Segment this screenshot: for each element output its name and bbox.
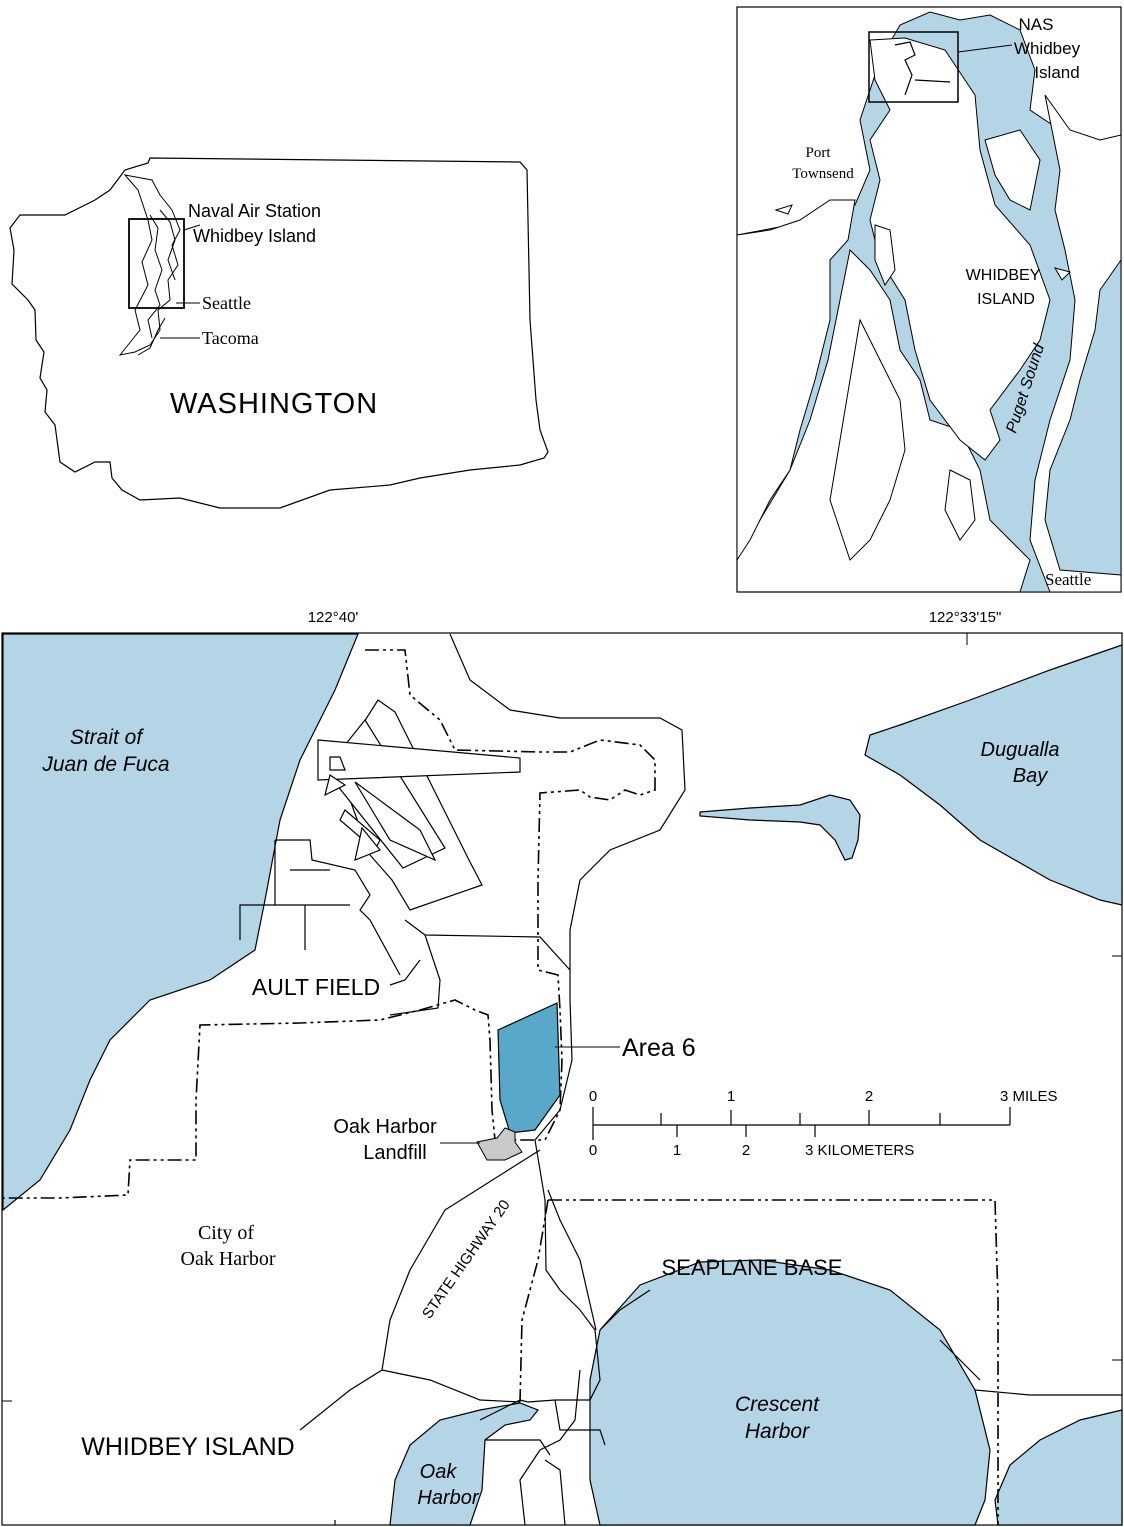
- oak-harbor-water: [389, 1402, 539, 1526]
- dugualla-inlet-water: [699, 794, 861, 861]
- inset-port-townsend-line-1: Port: [805, 145, 831, 161]
- landfill-label-line-1: Oak Harbor: [333, 1116, 437, 1138]
- crescent-harbor-label-line-2: Harbor: [745, 1420, 810, 1443]
- tacoma-label: Tacoma: [202, 328, 259, 348]
- east-bay-water: [994, 1409, 1123, 1526]
- inset-mainland-east: [1029, 94, 1122, 593]
- inset-port-townsend-line-2: Townsend: [792, 166, 854, 182]
- inset-callout-line-3: Island: [1034, 63, 1079, 82]
- inset-callout-line: [957, 44, 1013, 53]
- dugualla-label-line-2: Bay: [1013, 765, 1048, 787]
- scale-km-2: 2: [742, 1142, 750, 1159]
- seaplane-base-label: SEAPLANE BASE: [662, 1255, 843, 1280]
- inset-locator-box: [868, 31, 959, 103]
- inset-seattle-label: Seattle: [1045, 570, 1091, 589]
- scale-bar: [592, 1107, 1011, 1140]
- city-label-line-2: Oak Harbor: [181, 1248, 276, 1270]
- strait-label-line-2: Juan de Fuca: [41, 753, 169, 776]
- inset-port-townsend: [736, 199, 856, 562]
- oak-harbor-water-label-line-1: Oak: [420, 1461, 458, 1483]
- washington-state-map: Naval Air Station Whidbey Island Seattle…: [9, 157, 549, 509]
- dugualla-bay-water: [864, 644, 1123, 906]
- scale-miles-1: 1: [727, 1088, 735, 1105]
- inset-camano-island: [984, 129, 1041, 211]
- inset-whidbey-island: [869, 37, 1051, 461]
- state-callout-line: [183, 224, 201, 231]
- city-label-line-1: City of: [198, 1222, 254, 1244]
- whidbey-island-label: WHIDBEY ISLAND: [81, 1433, 294, 1461]
- inset-kitsap: [829, 318, 906, 561]
- scale-km-1: 1: [673, 1142, 681, 1159]
- puget-sound-shoreline: [118, 174, 181, 356]
- inset-whidbey-line-1: WHIDBEY: [966, 267, 1041, 284]
- oak-harbor-water-label-line-2: Harbor: [417, 1487, 479, 1509]
- scale-km-3: 3 KILOMETERS: [805, 1142, 914, 1159]
- crescent-harbor-water: [589, 1259, 991, 1526]
- state-locator-box: [128, 218, 185, 309]
- ault-field-runways: [317, 699, 521, 911]
- ault-field-label: AULT FIELD: [252, 974, 380, 1000]
- state-callout-line-2: Whidbey Island: [193, 226, 316, 246]
- inset-marrowstone-island: [874, 224, 896, 287]
- roads: [239, 633, 1122, 1526]
- puget-sound-shoreline-2: [137, 209, 176, 356]
- inset-bainbridge-island: [944, 469, 976, 541]
- washington-label: WASHINGTON: [170, 388, 378, 420]
- scale-miles-2: 2: [865, 1088, 873, 1105]
- crescent-harbor-label-line-1: Crescent: [735, 1393, 820, 1416]
- oak-harbor-landfill-polygon[interactable]: [476, 1127, 523, 1161]
- seattle-label: Seattle: [202, 293, 251, 313]
- inset-small-island: [774, 204, 793, 215]
- installation-boundaries: [2, 649, 999, 1525]
- state-callout-line-1: Naval Air Station: [188, 201, 321, 221]
- scale-miles-3: 3 MILES: [1000, 1088, 1058, 1105]
- whidbey-inset-map: NAS Whidbey Island Port Townsend WHIDBEY…: [736, 6, 1122, 593]
- strait-label-line-1: Strait of: [70, 726, 145, 749]
- longitude-label-1: 122°40': [308, 609, 359, 626]
- inset-callout-line-2: Whidbey: [1014, 39, 1081, 58]
- inset-whidbey-line-2: ISLAND: [977, 291, 1035, 308]
- main-site-map: 122°40' 122°33'15": [1, 609, 1123, 1526]
- landfill-label-line-2: Landfill: [363, 1142, 426, 1164]
- inset-locator-detail: [894, 41, 951, 96]
- longitude-label-2: 122°33'15": [929, 609, 1002, 626]
- area-6-label: Area 6: [622, 1034, 696, 1062]
- strait-of-juan-de-fuca-water: [2, 633, 359, 1212]
- area-6-polygon[interactable]: [497, 1002, 561, 1134]
- scale-km-0: 0: [589, 1142, 597, 1159]
- washington-outline: [9, 157, 549, 509]
- dugualla-label-line-1: Dugualla: [981, 739, 1060, 761]
- inset-callout-line-1: NAS: [1019, 15, 1054, 34]
- inset-hat-island: [1053, 267, 1071, 281]
- scale-miles-0: 0: [589, 1088, 597, 1105]
